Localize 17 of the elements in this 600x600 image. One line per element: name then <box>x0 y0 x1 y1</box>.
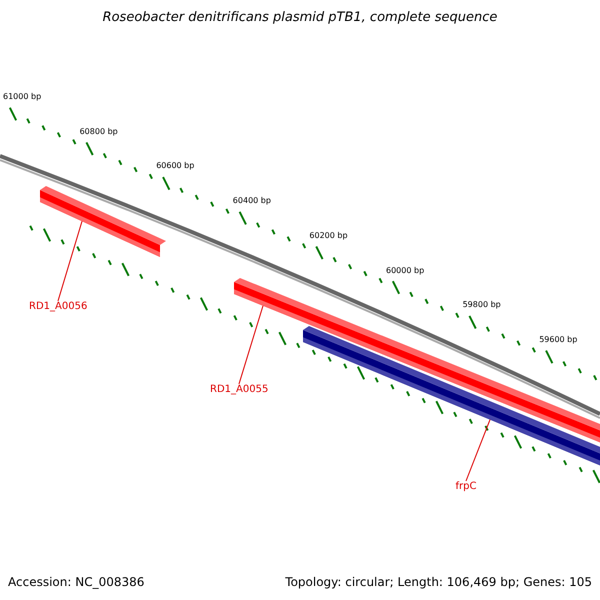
scale-label: 60800 bp <box>80 126 118 136</box>
scale-label: 60400 bp <box>232 196 271 206</box>
gene-label: frpC <box>456 481 476 492</box>
leader-line <box>238 305 264 384</box>
gene-bar <box>303 326 600 467</box>
summary-text: Topology: circular; Length: 106,469 bp; Genes: 105 <box>285 575 592 589</box>
accession-text: Accession: NC_008386 <box>8 575 144 589</box>
scale-label: 59600 bp <box>539 334 578 344</box>
leader-line <box>466 419 490 482</box>
scale-label: 59800 bp <box>462 300 501 310</box>
gene-label: RD1_A0056 <box>29 301 88 312</box>
title: Roseobacter denitrificans plasmid pTB1, complete sequence <box>102 10 498 25</box>
scale-label: 61000 bp <box>3 92 42 101</box>
scale-label: 60600 bp <box>156 161 194 170</box>
gene-label: RD1_A0055 <box>210 384 268 395</box>
gene-bar <box>40 186 166 257</box>
scale-label: 60200 bp <box>309 230 348 240</box>
